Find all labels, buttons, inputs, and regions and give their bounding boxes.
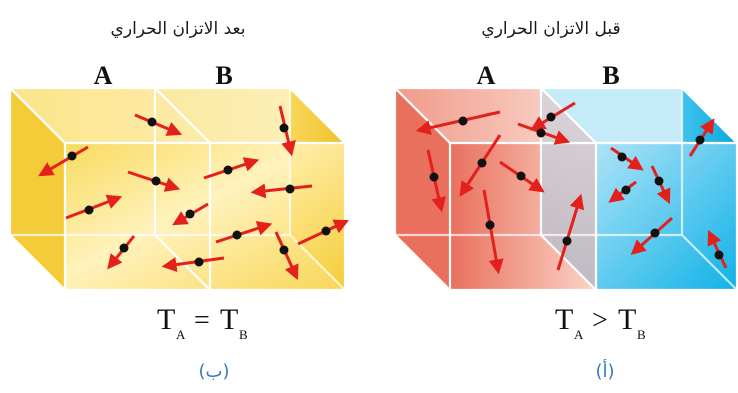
- molecule-arrow: [134, 113, 183, 136]
- molecule-arrow: [297, 219, 350, 246]
- eq-t1-right: T: [555, 303, 573, 336]
- eq-t1-left: T: [157, 303, 175, 336]
- box-left-leftface: [10, 88, 65, 290]
- letter-a-right: A: [477, 61, 496, 90]
- box-left: [8, 86, 347, 293]
- eq-op-right: >: [592, 305, 608, 336]
- eq-sub2-right: B: [637, 327, 646, 342]
- box-left-front: [65, 143, 345, 290]
- equation-left: T A = T B: [157, 303, 248, 342]
- molecule-arrow: [215, 221, 273, 244]
- eq-sub1-left: A: [176, 327, 186, 342]
- eq-t2-left: T: [220, 303, 238, 336]
- eq-sub2-left: B: [239, 327, 248, 342]
- molecule-dots-right: [429, 112, 724, 260]
- letter-a-left: A: [94, 61, 113, 90]
- panel-label-a: (أ): [595, 359, 614, 382]
- molecule-arrow: [556, 193, 585, 271]
- molecule-dots-left: [67, 117, 331, 267]
- equation-right: T A > T B: [555, 303, 646, 342]
- eq-op-left: =: [194, 305, 210, 336]
- molecule-arrow: [250, 183, 313, 199]
- letter-b-left: B: [215, 61, 232, 90]
- eq-sub1-right: A: [574, 327, 584, 342]
- box-left-divider: [153, 87, 212, 293]
- caption-after-equilibrium: بعد الاتزان الحراري: [111, 19, 246, 39]
- box-left-top: [10, 88, 345, 143]
- letter-b-right: B: [602, 61, 619, 90]
- box-right: [393, 86, 738, 293]
- eq-t2-right: T: [618, 303, 636, 336]
- molecule-arrow: [482, 189, 504, 275]
- caption-before-equilibrium: قبل الاتزان الحراري: [481, 19, 620, 39]
- panel-before-equilibrium: قبل الاتزان الحراري A B: [393, 19, 738, 382]
- box-right-hot-leftface: [395, 88, 450, 290]
- molecule-arrow: [38, 145, 89, 177]
- panel-label-b: (ب): [198, 361, 229, 382]
- panel-after-equilibrium: بعد الاتزان الحراري A B: [8, 19, 350, 382]
